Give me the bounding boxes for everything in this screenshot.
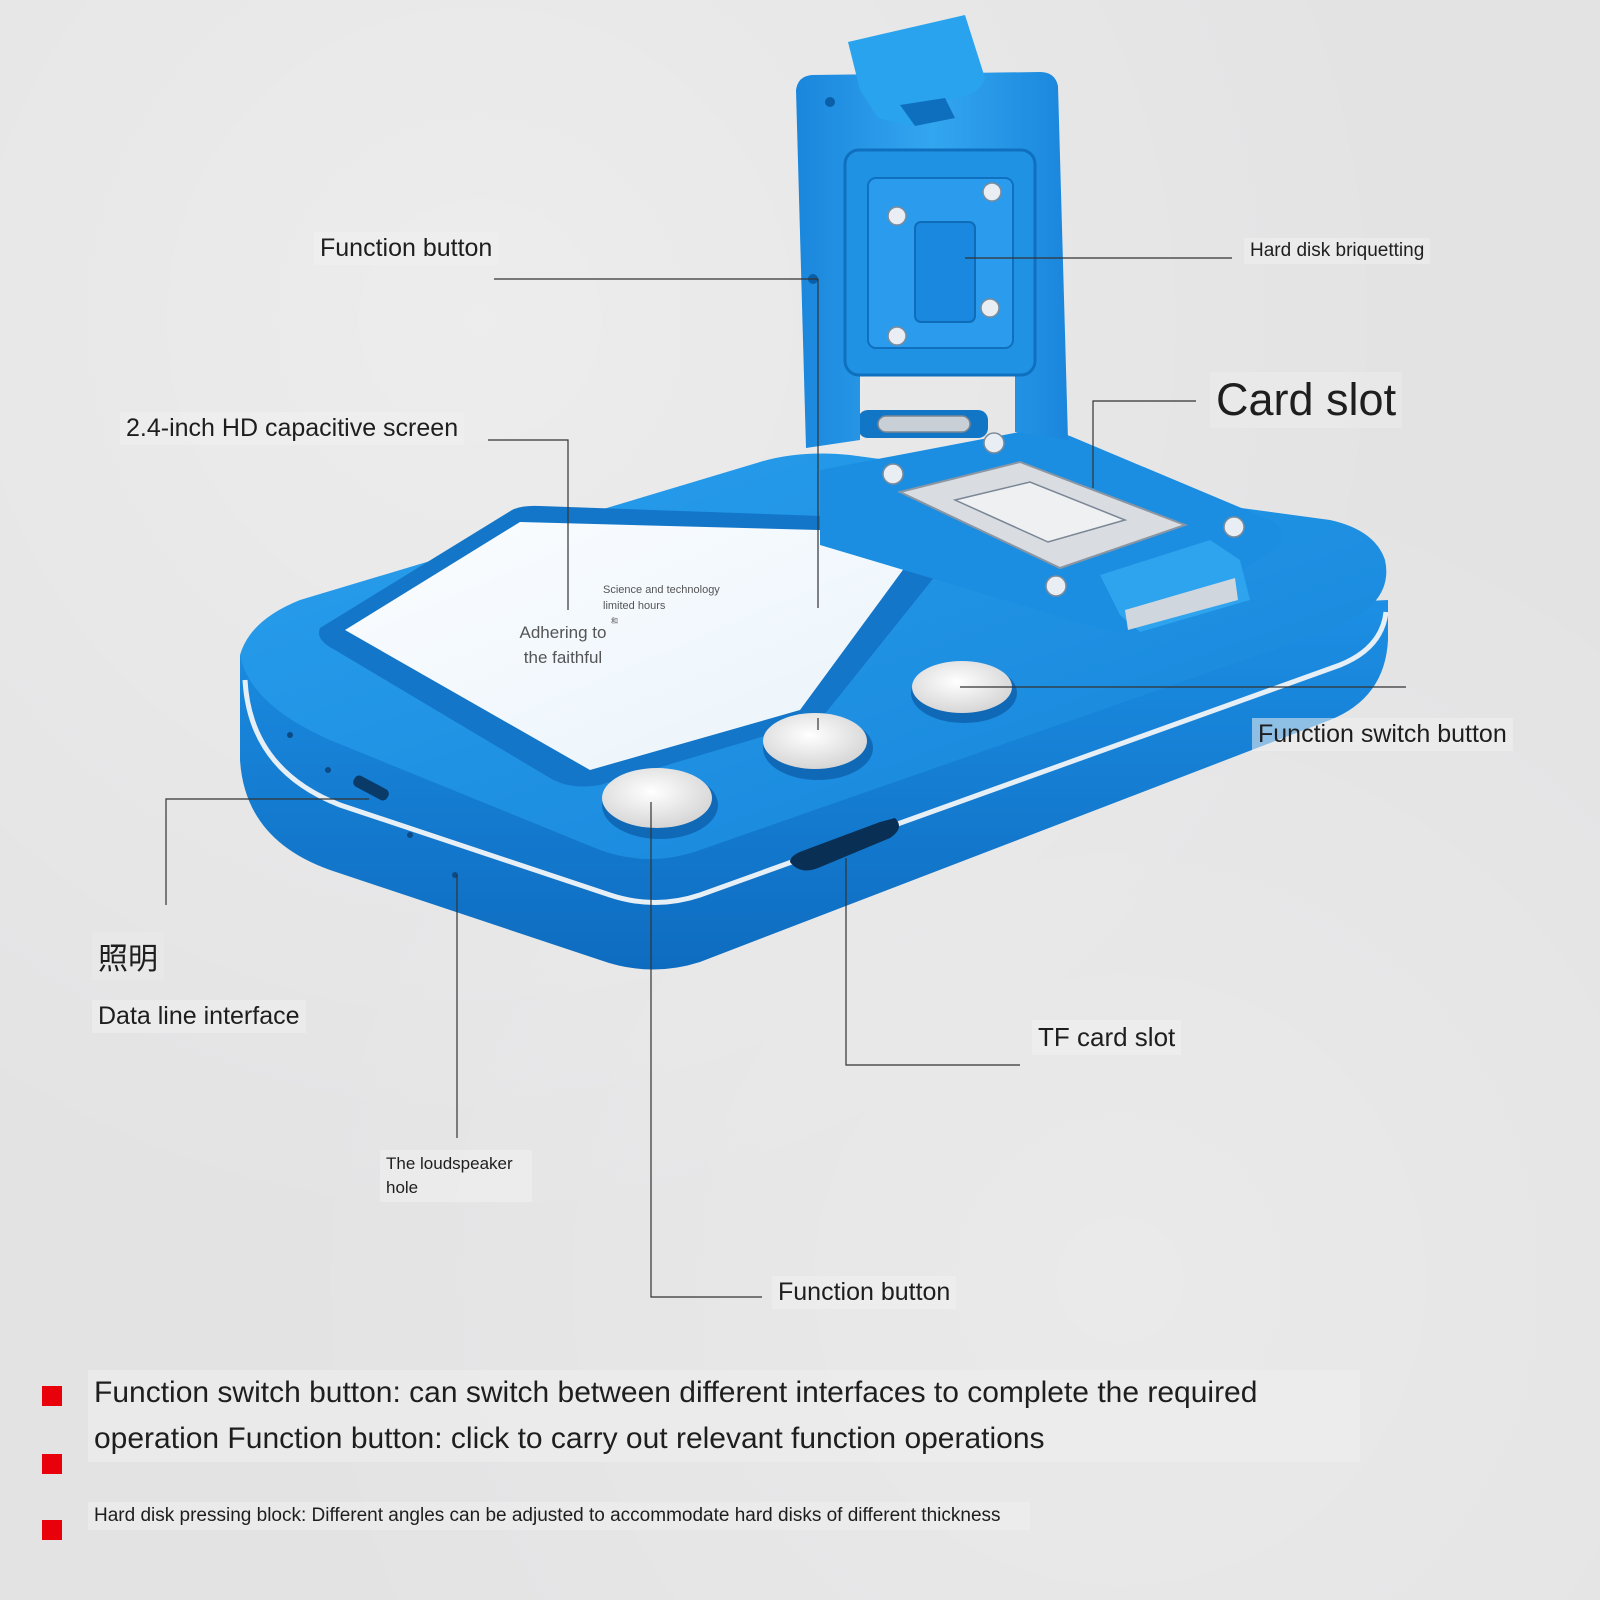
screen-small-mark: 和 (611, 618, 618, 625)
lid-top-clip (848, 15, 985, 126)
lid-screw (982, 182, 1002, 202)
label-lighting: 照明 (92, 932, 164, 980)
hinge-spring (877, 415, 971, 433)
screen-small-text: Science and technology limited hours 和 (603, 582, 753, 630)
side-hole (407, 832, 413, 838)
note-text: Hard disk pressing block: Different angl… (88, 1502, 1030, 1530)
leader-function-button-top (494, 278, 819, 608)
bullet-marker (42, 1454, 62, 1474)
label-function-switch-button: Function switch button (1252, 718, 1513, 751)
label-hd-screen: 2.4-inch HD capacitive screen (120, 412, 465, 445)
screen (345, 522, 930, 770)
function-button-bottom-cap (602, 768, 712, 828)
screen-small-caption: Science and technology limited hours (603, 584, 720, 612)
screw (1223, 516, 1245, 538)
lid-clip-notch (900, 98, 955, 126)
lid-screw (887, 206, 907, 226)
card-slot-inner (952, 481, 1128, 543)
screw (882, 463, 904, 485)
label-tf-card-slot: TF card slot (1032, 1020, 1182, 1055)
label-loudspeaker-hole: The loudspeaker hole (380, 1150, 532, 1202)
screen-main-text: Adhering to the faithful (519, 623, 607, 667)
function-button-middle-cap (763, 713, 867, 769)
usb-port (353, 775, 389, 801)
leader-function-button-bottom (650, 802, 762, 1298)
label-function-button-bottom: Function button (772, 1276, 957, 1309)
pressing-block (914, 221, 976, 323)
leader-screen (488, 439, 569, 610)
leader-data-line (165, 798, 369, 905)
device-rim (242, 611, 1389, 905)
tf-card-slot (790, 818, 899, 871)
label-hard-disk-briquetting: Hard disk briquetting (1244, 238, 1431, 264)
screw (1045, 575, 1067, 597)
leader-tf-card (845, 858, 1020, 1066)
leader-lines (165, 257, 1406, 1298)
side-hole (325, 767, 331, 773)
label-function-button-top: Function button (314, 232, 499, 265)
leader-card-slot (1092, 400, 1196, 488)
screw (983, 432, 1005, 454)
bullet-marker (42, 1520, 62, 1540)
lid-screw (980, 298, 1000, 318)
lid-side-pin (825, 97, 835, 107)
slot-opening (1125, 578, 1238, 630)
lid-screw (887, 326, 907, 346)
label-data-line-interface: Data line interface (92, 1000, 306, 1033)
bullet-marker (42, 1386, 62, 1406)
label-card-slot: Card slot (1210, 372, 1403, 428)
side-hole (287, 732, 293, 738)
note-text: Function switch button: can switch betwe… (88, 1370, 1360, 1462)
